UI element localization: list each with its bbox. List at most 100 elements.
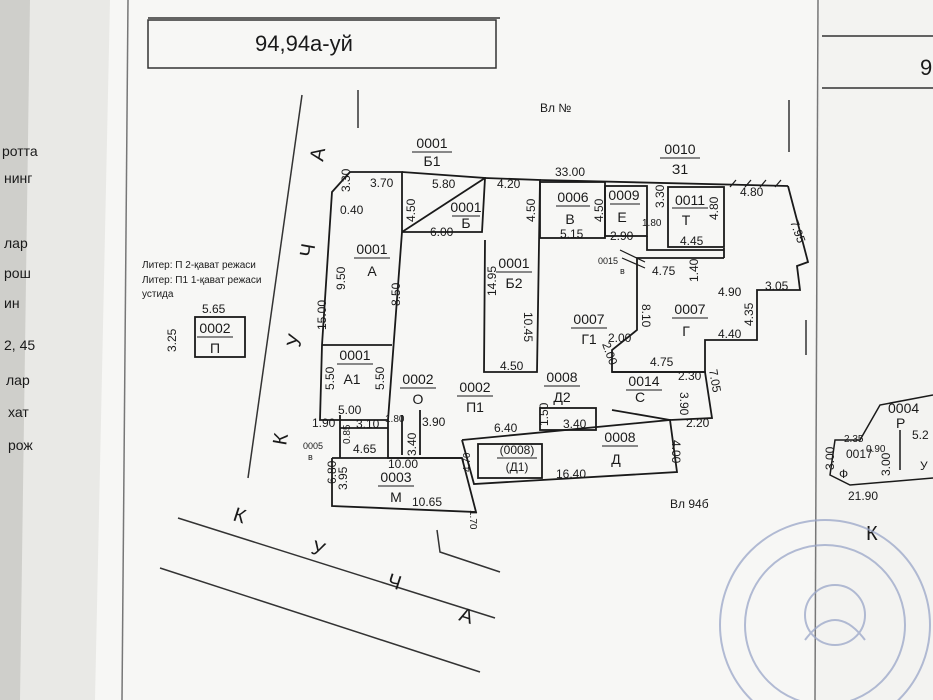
svg-text:16.40: 16.40 bbox=[556, 467, 586, 481]
svg-text:0009: 0009 bbox=[608, 187, 639, 203]
svg-text:6.80: 6.80 bbox=[325, 460, 339, 484]
svg-text:3.30: 3.30 bbox=[339, 168, 353, 192]
svg-text:(0008): (0008) bbox=[500, 443, 535, 457]
svg-text:4.50: 4.50 bbox=[592, 198, 606, 222]
svg-text:0017: 0017 bbox=[846, 447, 873, 461]
svg-text:15.00: 15.00 bbox=[315, 300, 329, 330]
svg-text:0002: 0002 bbox=[402, 371, 433, 387]
main-sheet bbox=[95, 0, 820, 700]
right-header-cutoff: 9 bbox=[920, 55, 932, 80]
svg-text:5.50: 5.50 bbox=[373, 366, 387, 390]
svg-text:0004: 0004 bbox=[888, 400, 919, 416]
svg-text:3.40: 3.40 bbox=[563, 417, 587, 431]
svg-text:0008: 0008 bbox=[546, 369, 577, 385]
svg-text:4.80: 4.80 bbox=[707, 196, 721, 220]
street-name-top: А Ч У К bbox=[269, 145, 330, 447]
svg-text:ин: ин bbox=[4, 295, 20, 311]
svg-text:6.40: 6.40 bbox=[494, 421, 518, 435]
svg-text:2.00: 2.00 bbox=[608, 331, 632, 345]
svg-text:ротта: ротта bbox=[2, 143, 38, 159]
svg-text:3.00: 3.00 bbox=[823, 446, 837, 470]
svg-text:С: С bbox=[635, 389, 645, 405]
svg-text:0010: 0010 bbox=[664, 141, 695, 157]
svg-text:0007: 0007 bbox=[573, 311, 604, 327]
svg-text:0002: 0002 bbox=[459, 379, 490, 395]
svg-text:Ч: Ч bbox=[384, 570, 403, 595]
svg-text:Т: Т bbox=[682, 212, 691, 228]
svg-text:рож: рож bbox=[8, 437, 33, 453]
stamp-seal bbox=[719, 519, 931, 700]
building-labels: 0001 Б1 0001 Б 0001 А 0001 Б2 0001 А1 00… bbox=[199, 135, 705, 505]
svg-text:Б1: Б1 bbox=[424, 153, 441, 169]
svg-text:0001: 0001 bbox=[356, 241, 387, 257]
svg-text:0008: 0008 bbox=[604, 429, 635, 445]
svg-text:0014: 0014 bbox=[628, 373, 659, 389]
label-underlines bbox=[197, 151, 708, 487]
svg-text:0005: 0005 bbox=[303, 441, 323, 451]
svg-text:33.00: 33.00 bbox=[555, 165, 585, 179]
svg-text:8.50: 8.50 bbox=[389, 282, 403, 306]
legend-line-3: устида bbox=[142, 289, 174, 300]
svg-text:4.50: 4.50 bbox=[524, 198, 538, 222]
svg-text:Б: Б bbox=[461, 215, 470, 231]
svg-text:3.40: 3.40 bbox=[405, 432, 419, 456]
header-box bbox=[147, 19, 497, 69]
boundary-hatch bbox=[619, 179, 782, 269]
svg-text:0006: 0006 bbox=[557, 189, 588, 205]
svg-text:3.30: 3.30 bbox=[653, 184, 667, 208]
svg-text:0015: 0015 bbox=[598, 256, 618, 266]
side-margin-text: ротта нинг лар рош ин 2, 45 лар хат рож bbox=[2, 143, 38, 453]
svg-text:3.70: 3.70 bbox=[370, 176, 394, 190]
svg-text:3.05: 3.05 bbox=[765, 279, 789, 293]
svg-text:Г1: Г1 bbox=[581, 331, 597, 347]
building-outlines bbox=[319, 171, 810, 513]
svg-text:14.95: 14.95 bbox=[485, 266, 499, 296]
svg-text:0007: 0007 bbox=[674, 301, 705, 317]
svg-text:1.90: 1.90 bbox=[312, 416, 336, 430]
legend-line-1: Литер: П 2-қават режаси bbox=[142, 260, 256, 271]
svg-text:4.75: 4.75 bbox=[652, 264, 676, 278]
address-title: 94,94а-уй bbox=[255, 31, 353, 56]
svg-text:2.20: 2.20 bbox=[686, 416, 710, 430]
plot-number-label: Вл № bbox=[540, 101, 571, 115]
svg-text:3.25: 3.25 bbox=[165, 328, 179, 352]
svg-text:8.10: 8.10 bbox=[639, 304, 653, 328]
svg-text:У: У bbox=[283, 332, 307, 349]
svg-text:З1: З1 bbox=[672, 161, 688, 177]
svg-text:4.90: 4.90 bbox=[718, 285, 742, 299]
svg-text:4.35: 4.35 bbox=[742, 302, 756, 326]
svg-text:3.00: 3.00 bbox=[879, 452, 893, 476]
street-lines bbox=[159, 90, 807, 673]
svg-text:0.90: 0.90 bbox=[866, 444, 886, 455]
svg-text:К: К bbox=[269, 431, 293, 447]
svg-text:0003: 0003 bbox=[380, 469, 411, 485]
svg-text:0001: 0001 bbox=[498, 255, 529, 271]
small-marks: 0015 в 0005 в bbox=[303, 256, 625, 462]
svg-text:0.40: 0.40 bbox=[340, 203, 364, 217]
left-border bbox=[121, 0, 129, 700]
svg-text:5.00: 5.00 bbox=[338, 403, 362, 417]
svg-text:0011: 0011 bbox=[675, 192, 705, 208]
svg-text:4.00: 4.00 bbox=[669, 440, 683, 464]
svg-text:5.80: 5.80 bbox=[432, 177, 456, 191]
svg-text:нинг: нинг bbox=[4, 170, 32, 186]
svg-text:2.30: 2.30 bbox=[678, 369, 702, 383]
svg-text:4.80: 4.80 bbox=[740, 185, 764, 199]
right-page-fragment: 0004 Р 5.2 2.35 0017 0.90 Ф У 3.00 3.00 … bbox=[823, 394, 933, 503]
svg-text:лар: лар bbox=[6, 372, 30, 388]
svg-text:1.80: 1.80 bbox=[642, 218, 662, 229]
svg-text:10.65: 10.65 bbox=[412, 495, 442, 509]
svg-text:3.90: 3.90 bbox=[677, 392, 691, 416]
svg-text:5.15: 5.15 bbox=[560, 227, 584, 241]
svg-text:П1: П1 bbox=[466, 399, 484, 415]
svg-text:Д2: Д2 bbox=[553, 389, 570, 405]
svg-text:10.00: 10.00 bbox=[388, 457, 418, 471]
svg-text:2.90: 2.90 bbox=[610, 229, 634, 243]
svg-text:4.65: 4.65 bbox=[353, 442, 377, 456]
svg-text:1.50: 1.50 bbox=[537, 402, 551, 426]
svg-text:в: в bbox=[308, 452, 313, 462]
svg-text:1.70: 1.70 bbox=[467, 510, 478, 530]
svg-text:0001: 0001 bbox=[416, 135, 447, 151]
svg-text:7.05: 7.05 bbox=[706, 368, 724, 394]
